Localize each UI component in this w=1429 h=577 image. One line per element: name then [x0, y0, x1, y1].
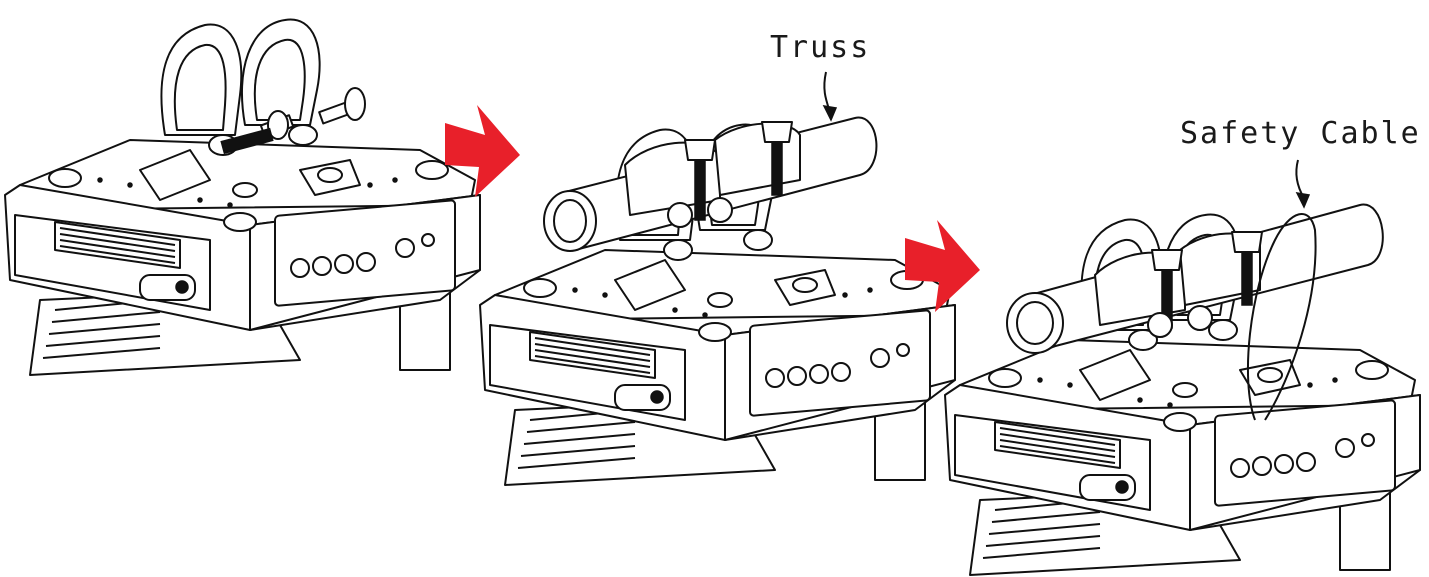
- wing-bolts: [667, 121, 793, 228]
- truss-label: Truss: [770, 30, 871, 65]
- wing-bolts-3: [1147, 231, 1263, 338]
- safety-cable: [1247, 213, 1317, 421]
- step-1-fixture: [4, 18, 481, 376]
- safety-cable-label: Safety Cable: [1180, 116, 1421, 151]
- clamp-bolts: [220, 87, 366, 155]
- step-2-fixture: [479, 71, 956, 486]
- step-3-fixture: [944, 159, 1421, 576]
